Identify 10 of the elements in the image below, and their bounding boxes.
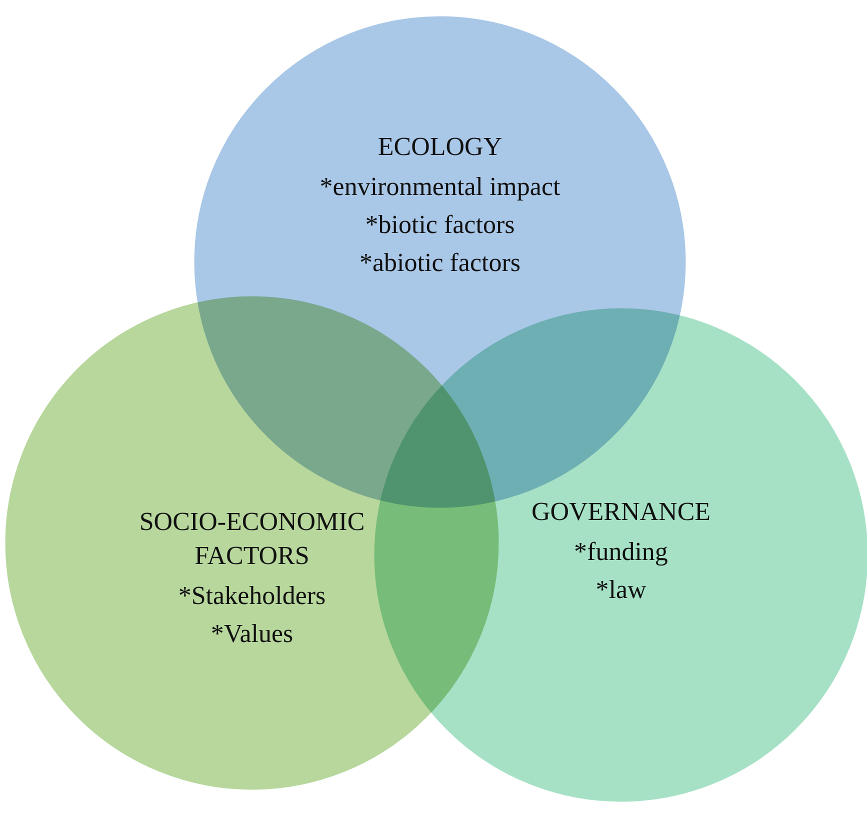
list-item: *environmental impact xyxy=(320,171,560,203)
circle-heading: SOCIO-ECONOMIC FACTORS xyxy=(138,506,366,572)
list-item: *biotic factors xyxy=(365,209,515,241)
list-item: *law xyxy=(596,574,646,606)
circle-heading: ECOLOGY xyxy=(378,131,502,163)
list-item: *abiotic factors xyxy=(360,247,520,279)
list-item: *funding xyxy=(574,536,668,568)
list-item: *Stakeholders xyxy=(178,580,326,612)
list-item: *Values xyxy=(210,618,294,650)
circle-heading: GOVERNANCE xyxy=(531,496,711,528)
